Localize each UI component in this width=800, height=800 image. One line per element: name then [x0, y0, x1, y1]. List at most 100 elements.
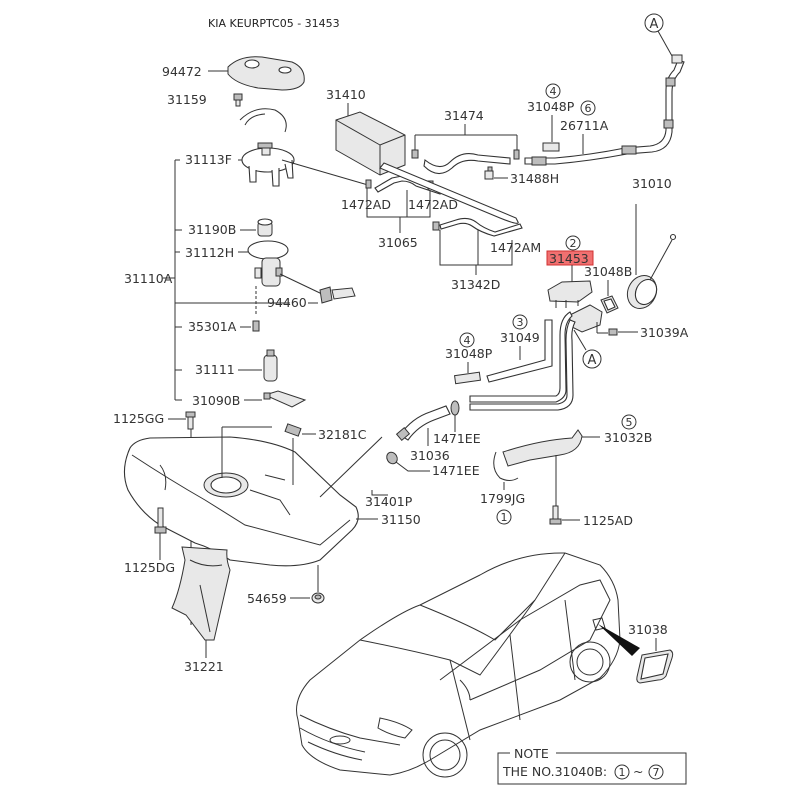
note-header: NOTE: [514, 746, 549, 761]
gasket-94472[interactable]: [227, 56, 305, 91]
label-31159[interactable]: 31159: [167, 92, 207, 107]
label-1125GG[interactable]: 1125GG: [113, 411, 164, 426]
label-94460[interactable]: 94460: [267, 295, 307, 310]
label-31488H[interactable]: 31488H: [510, 171, 559, 186]
valve-31488H[interactable]: [484, 166, 494, 180]
pointer-arrow: [598, 624, 640, 656]
note-range-start: 1: [619, 766, 626, 779]
bolt-31159[interactable]: [233, 93, 243, 107]
note-range-end: 7: [653, 766, 660, 779]
label-54659[interactable]: 54659: [247, 591, 287, 606]
filler-bracket-31453[interactable]: [547, 280, 593, 308]
label-31065[interactable]: 31065: [378, 235, 418, 250]
label-31049[interactable]: 31049: [500, 330, 540, 345]
clamp-1471EE-upper[interactable]: [450, 400, 460, 416]
label-31112H[interactable]: 31112H: [185, 245, 234, 260]
callout-5-text: 5: [626, 416, 633, 429]
label-31110A[interactable]: 31110A: [124, 271, 173, 286]
fuel-door-31038[interactable]: [636, 649, 674, 684]
hose-31048P-top[interactable]: [542, 142, 560, 152]
label-1472AD-2[interactable]: 1472AD: [408, 197, 458, 212]
label-31048B[interactable]: 31048B: [584, 264, 632, 279]
label-31038[interactable]: 31038: [628, 622, 668, 637]
bracket-31032B[interactable]: [502, 429, 583, 467]
label-31453[interactable]: 31453: [549, 251, 589, 266]
sender-plate-31113F[interactable]: [241, 142, 295, 187]
label-31036[interactable]: 31036: [410, 448, 450, 463]
grommet-54659[interactable]: [311, 592, 325, 604]
bolt-1125AD[interactable]: [549, 505, 562, 525]
lock-ring: [239, 108, 287, 133]
callout-4-mid: [459, 332, 475, 348]
fitting-35301A[interactable]: [252, 320, 260, 332]
gasket-31048B[interactable]: [600, 295, 619, 314]
label-32181C[interactable]: 32181C: [318, 427, 367, 442]
highlight-box-31453: [546, 250, 594, 266]
callout-1: [496, 509, 512, 525]
callout-6: [580, 100, 596, 116]
callout-3: [512, 314, 528, 330]
label-31474[interactable]: 31474: [444, 108, 484, 123]
callout-4-top-text: 4: [550, 85, 557, 98]
label-1472AD-1[interactable]: 1472AD: [341, 197, 391, 212]
label-1799JG[interactable]: 1799JG: [480, 491, 525, 506]
label-31090B[interactable]: 31090B: [192, 393, 240, 408]
label-1125DG[interactable]: 1125DG: [124, 560, 175, 575]
hose-31049[interactable]: [486, 319, 553, 383]
label-1471EE-2[interactable]: 1471EE: [432, 463, 480, 478]
callout-A-top-text: A: [650, 17, 659, 32]
label-31190B[interactable]: 31190B: [188, 222, 236, 237]
label-31032B[interactable]: 31032B: [604, 430, 652, 445]
fuel-cap-31010[interactable]: [622, 233, 677, 314]
label-31048P-top[interactable]: 31048P: [527, 99, 575, 114]
hose-31048P-mid[interactable]: [453, 371, 481, 385]
callout-4-mid-text: 4: [464, 334, 471, 347]
callout-2: [565, 235, 581, 251]
note-range-sep: ~: [633, 764, 643, 779]
strainer-31090B[interactable]: [263, 390, 307, 408]
sensor-94460[interactable]: [319, 286, 356, 304]
label-31410[interactable]: 31410: [326, 87, 366, 102]
fuel-tank-31150[interactable]: [123, 436, 359, 567]
filler-neck[interactable]: [469, 304, 603, 411]
label-35301A[interactable]: 35301A: [188, 319, 237, 334]
label-31113F[interactable]: 31113F: [185, 152, 232, 167]
label-1471EE-1[interactable]: 1471EE: [433, 431, 481, 446]
vapor-tube-31342D[interactable]: [432, 217, 523, 237]
vehicle-illustration: [296, 552, 621, 778]
label-94472[interactable]: 94472: [162, 64, 202, 79]
heat-shield-31221[interactable]: [171, 546, 231, 641]
label-31048P-mid[interactable]: 31048P: [445, 346, 493, 361]
canister-31410[interactable]: [335, 111, 406, 176]
filter-31190B[interactable]: [257, 218, 273, 237]
label-1472AM[interactable]: 1472AM: [490, 240, 541, 255]
label-1125AD[interactable]: 1125AD: [583, 513, 633, 528]
callout-A-mid-text: A: [588, 353, 597, 368]
pump-module-31112H[interactable]: [247, 240, 289, 287]
label-31342D[interactable]: 31342D: [451, 277, 500, 292]
label-31111[interactable]: 31111: [195, 362, 235, 377]
diagram-title: KIA KEURPTC05 - 31453: [208, 17, 340, 30]
callout-A-top: [644, 13, 664, 33]
label-26711A[interactable]: 26711A: [560, 118, 609, 133]
vent-tube-26711A[interactable]: [524, 54, 685, 166]
hose-31036[interactable]: [395, 405, 451, 441]
label-31150[interactable]: 31150: [381, 512, 421, 527]
bolt-1125GG[interactable]: [185, 411, 196, 430]
label-31221[interactable]: 31221: [184, 659, 224, 674]
label-31010[interactable]: 31010: [632, 176, 672, 191]
screw-31039A[interactable]: [608, 328, 618, 336]
valve-32181C[interactable]: [284, 423, 302, 437]
callout-A-mid: [582, 349, 602, 369]
fuel-pump-31111[interactable]: [263, 349, 278, 382]
label-31039A[interactable]: 31039A: [640, 325, 689, 340]
note-box: NOTE THE NO.31040B: 1 ~ 7: [497, 746, 687, 785]
hose-31474[interactable]: [411, 149, 520, 175]
label-31401P[interactable]: 31401P: [365, 494, 413, 509]
callout-2-text: 2: [570, 237, 577, 250]
callout-5: [621, 414, 637, 430]
clamp-1471EE-lower[interactable]: [385, 450, 400, 465]
callout-3-text: 3: [517, 316, 524, 329]
callout-1-text: 1: [501, 511, 508, 524]
